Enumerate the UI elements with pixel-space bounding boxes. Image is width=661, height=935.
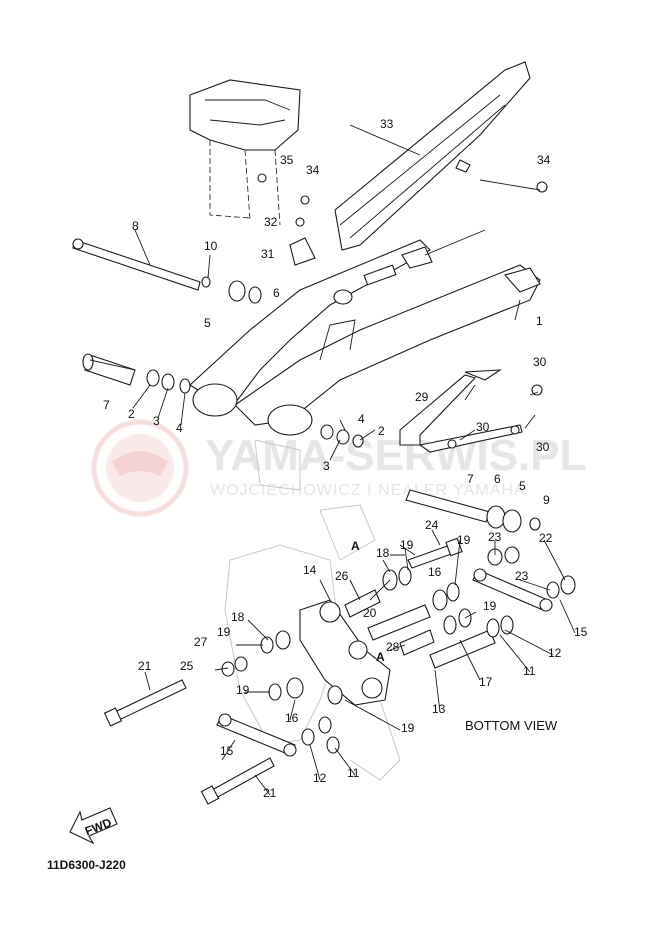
callout-12: 12 bbox=[548, 646, 562, 660]
callout-24: 24 bbox=[425, 518, 439, 532]
callout-7: 7 bbox=[103, 398, 110, 412]
callout-19: 19 bbox=[236, 683, 250, 697]
fasteners bbox=[257, 173, 548, 449]
diagram-code: 11D6300-J220 bbox=[47, 858, 126, 872]
callouts: 1 2 2 3 3 4 4 5 5 6 6 7 7 8 9 10 11 11 1… bbox=[103, 117, 588, 800]
callout-34: 34 bbox=[306, 163, 320, 177]
callout-30: 30 bbox=[476, 420, 490, 434]
callout-3: 3 bbox=[153, 414, 160, 428]
callout-23: 23 bbox=[515, 569, 529, 583]
callout-18: 18 bbox=[231, 610, 245, 624]
callout-22: 22 bbox=[539, 531, 553, 545]
forward-arrow-icon: FWD bbox=[69, 807, 118, 845]
callout-15: 15 bbox=[220, 744, 234, 758]
callout-9: 9 bbox=[543, 493, 550, 507]
bottom-view-label: BOTTOM VIEW bbox=[465, 718, 558, 733]
callout-11: 11 bbox=[347, 766, 360, 780]
callout-15: 15 bbox=[574, 625, 588, 639]
pivot-collar bbox=[82, 353, 136, 386]
callout-12: 12 bbox=[313, 771, 327, 785]
connecting-rods bbox=[216, 568, 553, 757]
callout-5: 5 bbox=[204, 316, 211, 330]
callout-19: 19 bbox=[457, 533, 471, 547]
callout-1: 1 bbox=[536, 314, 543, 328]
callout-26: 26 bbox=[335, 569, 349, 583]
callout-4: 4 bbox=[176, 421, 183, 435]
callout-29: 29 bbox=[415, 390, 429, 404]
callout-19: 19 bbox=[483, 599, 497, 613]
callout-19: 19 bbox=[217, 625, 231, 639]
callout-7: 7 bbox=[467, 472, 474, 486]
callout-34: 34 bbox=[537, 153, 551, 167]
callout-14: 14 bbox=[303, 563, 317, 577]
section-marker-a: A bbox=[351, 539, 360, 553]
callout-2: 2 bbox=[128, 407, 135, 421]
callout-18: 18 bbox=[376, 546, 390, 560]
callout-16: 16 bbox=[285, 711, 299, 725]
chain-guide bbox=[399, 369, 523, 453]
callout-30: 30 bbox=[533, 355, 547, 369]
callout-28: 28 bbox=[386, 640, 400, 654]
callout-8: 8 bbox=[132, 219, 139, 233]
right-bushes bbox=[320, 424, 541, 533]
callout-16: 16 bbox=[428, 565, 442, 579]
callout-6: 6 bbox=[494, 472, 501, 486]
callout-13: 13 bbox=[432, 702, 446, 716]
callout-33: 33 bbox=[380, 117, 394, 131]
watermark-title: YAMA-SERWIS.PL bbox=[205, 431, 586, 480]
callout-4: 4 bbox=[358, 412, 365, 426]
callout-6: 6 bbox=[273, 286, 280, 300]
callout-35: 35 bbox=[280, 153, 294, 167]
callout-19: 19 bbox=[401, 721, 415, 735]
callout-30: 30 bbox=[536, 440, 550, 454]
left-bushes bbox=[146, 276, 262, 394]
linkage-bolts bbox=[103, 537, 463, 805]
chain-case bbox=[334, 61, 531, 251]
callout-11: 11 bbox=[523, 664, 536, 678]
section-marker-a: A bbox=[376, 650, 385, 664]
callout-21: 21 bbox=[138, 659, 152, 673]
callout-3: 3 bbox=[323, 459, 330, 473]
callout-10: 10 bbox=[204, 239, 218, 253]
callout-2: 2 bbox=[378, 424, 385, 438]
pivot-shaft bbox=[72, 238, 201, 291]
relay-arm bbox=[299, 599, 391, 706]
callout-32: 32 bbox=[264, 215, 278, 229]
callout-27: 27 bbox=[194, 635, 208, 649]
frame-bracket bbox=[189, 79, 301, 226]
swingarm bbox=[189, 239, 541, 436]
linkage-collars bbox=[221, 546, 576, 754]
watermark-subtitle: WOJCIECHOWICZ I NEALER YAMAHA bbox=[210, 482, 526, 499]
callout-17: 17 bbox=[479, 675, 493, 689]
callout-23: 23 bbox=[488, 530, 502, 544]
callout-25: 25 bbox=[180, 659, 194, 673]
callout-5: 5 bbox=[519, 479, 526, 493]
watermark: YAMA-SERWIS.PL WOJCIECHOWICZ I NEALER YA… bbox=[91, 419, 586, 517]
callout-19: 19 bbox=[400, 538, 414, 552]
leader-lines bbox=[89, 124, 576, 796]
callout-31: 31 bbox=[261, 247, 275, 261]
callout-20: 20 bbox=[363, 606, 377, 620]
watermark-logo-icon bbox=[91, 419, 189, 517]
callout-21: 21 bbox=[263, 786, 277, 800]
